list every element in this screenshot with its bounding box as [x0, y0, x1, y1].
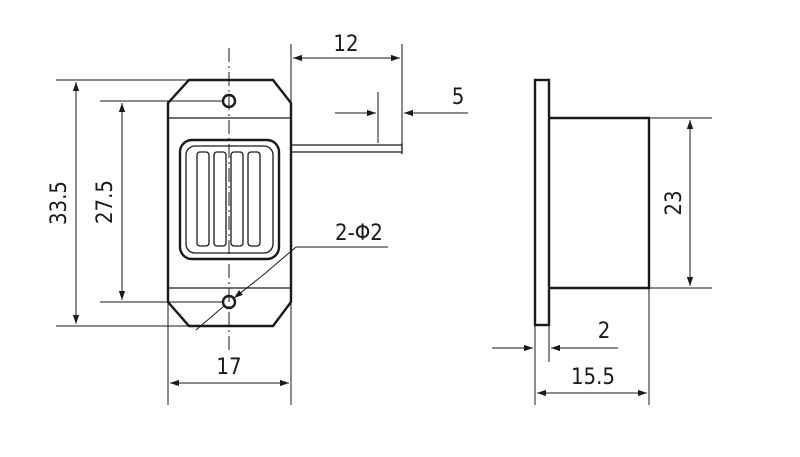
dim-label-23: 23: [662, 190, 687, 215]
dim-label-2: 2: [598, 319, 611, 344]
dim-side-height: 23: [649, 117, 712, 289]
dim-label-27-5: 27.5: [93, 180, 118, 224]
dim-width-top: 12: [290, 32, 403, 143]
side-flange: [533, 78, 551, 327]
dim-hole-spacing: 27.5: [93, 100, 222, 303]
grille-slot: [196, 151, 210, 247]
side-body-outline: [549, 116, 651, 290]
dim-flange-thickness: 2: [492, 319, 618, 405]
dim-label-12: 12: [333, 32, 358, 57]
dim-label-5: 5: [452, 85, 465, 110]
hole-callout-label: 2-Φ2: [335, 221, 383, 246]
dim-label-15-5: 15.5: [571, 365, 615, 390]
dim-body-width: 17: [167, 302, 292, 405]
front-body-outline: [166, 78, 293, 328]
front-view: [166, 48, 403, 352]
dim-wire-gap: 5: [335, 85, 468, 143]
dim-label-33-5: 33.5: [47, 181, 72, 225]
grille-slot: [247, 151, 261, 247]
side-view: [533, 78, 651, 327]
dim-height-outer: 33.5: [47, 79, 189, 327]
grille-slot: [213, 151, 227, 247]
dim-depth: 15.5: [537, 288, 650, 405]
hole-callout: 2-Φ2: [195, 221, 388, 331]
grille-slot: [230, 151, 244, 247]
dim-label-17: 17: [216, 355, 241, 380]
